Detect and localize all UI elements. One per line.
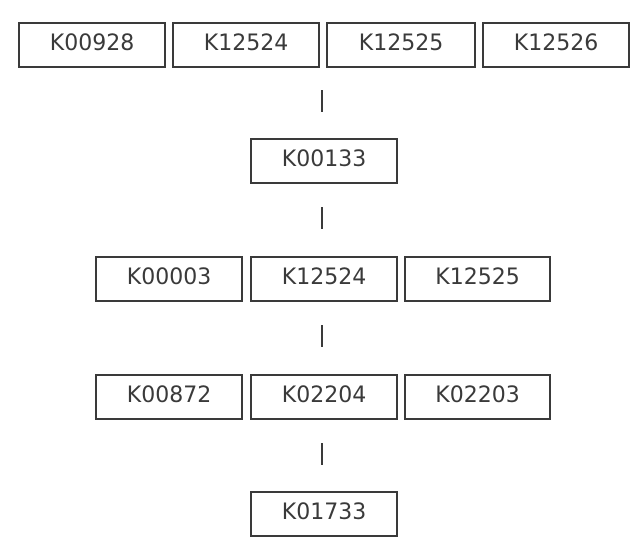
node-k02204[interactable]: K02204 (250, 374, 398, 420)
node-k12524[interactable]: K12524 (250, 256, 398, 302)
node-k12524[interactable]: K12524 (172, 22, 320, 68)
node-k00872[interactable]: K00872 (95, 374, 243, 420)
connector-line (321, 90, 323, 112)
node-k00928[interactable]: K00928 (18, 22, 166, 68)
connector-line (321, 325, 323, 347)
node-k01733[interactable]: K01733 (250, 491, 398, 537)
connector-line (321, 443, 323, 465)
node-k12525[interactable]: K12525 (326, 22, 476, 68)
node-k12525[interactable]: K12525 (404, 256, 551, 302)
node-k02203[interactable]: K02203 (404, 374, 551, 420)
node-k00133[interactable]: K00133 (250, 138, 398, 184)
node-k12526[interactable]: K12526 (482, 22, 630, 68)
connector-line (321, 207, 323, 229)
node-k00003[interactable]: K00003 (95, 256, 243, 302)
